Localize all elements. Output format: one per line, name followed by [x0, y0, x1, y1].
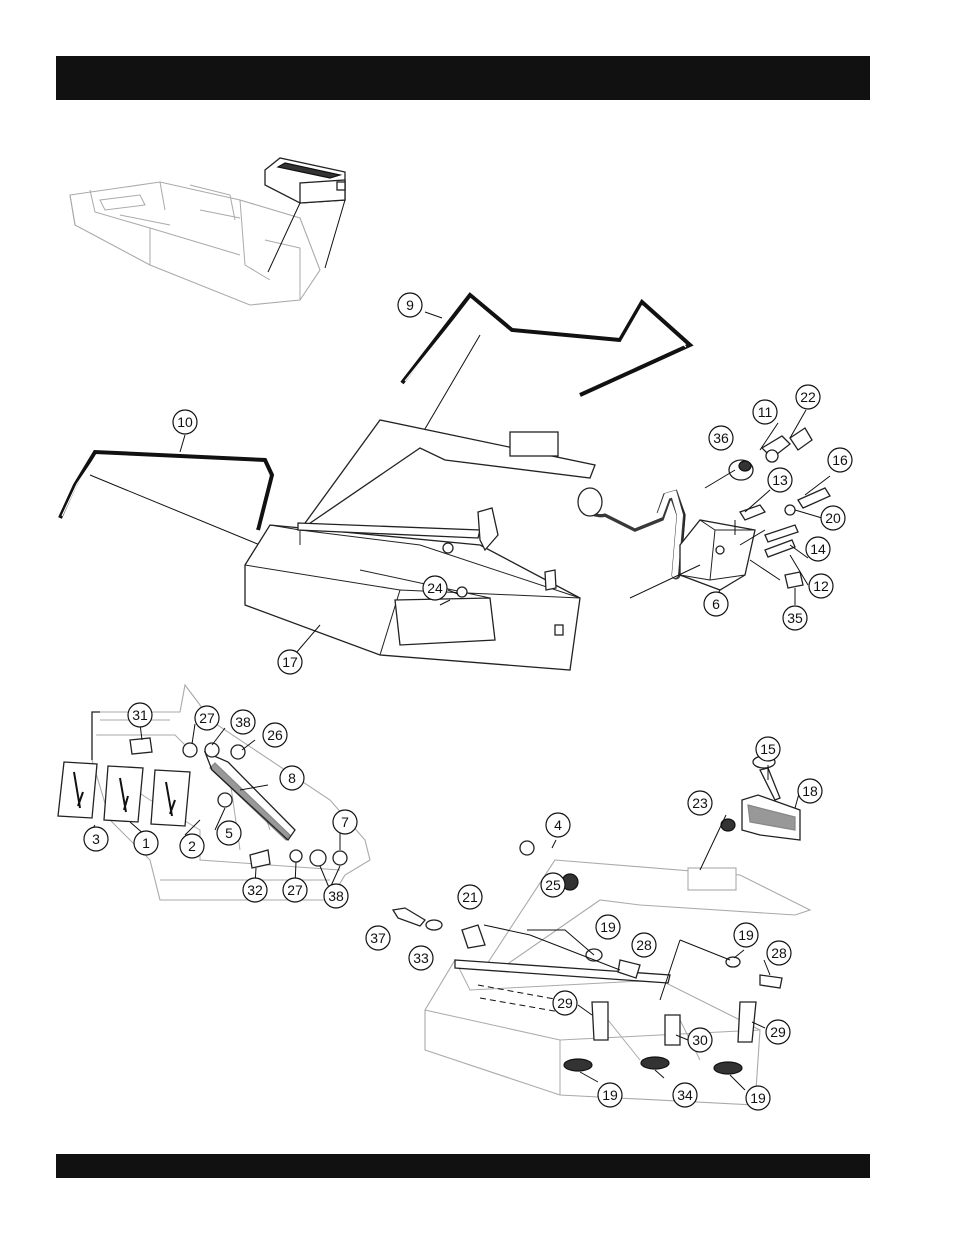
callout-label: 1: [142, 835, 150, 851]
callout-label: 13: [772, 472, 788, 488]
callout-label: 29: [770, 1024, 786, 1040]
callout-11: 11: [753, 400, 777, 424]
callout-label: 2: [188, 838, 196, 854]
callout-19c: 19: [598, 1083, 622, 1107]
callout-label: 20: [825, 510, 841, 526]
callout-36: 36: [709, 426, 733, 450]
callout-3: 3: [84, 827, 108, 851]
callout-label: 29: [557, 995, 573, 1011]
callout-label: 11: [758, 404, 773, 420]
part-10-handle-bar: [60, 435, 272, 545]
callout-label: 4: [554, 817, 562, 833]
callout-34: 34: [673, 1083, 697, 1107]
callout-label: 15: [760, 741, 776, 757]
callout-label: 17: [282, 654, 298, 670]
callout-16: 16: [828, 448, 852, 472]
callout-13: 13: [768, 468, 792, 492]
callout-label: 21: [462, 889, 478, 905]
callout-label: 34: [677, 1087, 693, 1103]
callout-28a: 28: [632, 933, 656, 957]
callout-label: 6: [712, 596, 720, 612]
callout-label: 23: [692, 795, 708, 811]
callout-19b: 19: [734, 923, 758, 947]
callout-19a: 19: [596, 915, 620, 939]
machine-overview-inset: [70, 158, 345, 305]
callout-label: 31: [132, 707, 148, 723]
callout-label: 24: [427, 580, 443, 596]
callout-label: 36: [713, 430, 729, 446]
callout-26: 26: [263, 723, 287, 747]
callout-6: 6: [704, 592, 728, 616]
callout-27: 27: [195, 706, 219, 730]
callout-30: 30: [688, 1028, 712, 1052]
callout-7: 7: [333, 810, 357, 834]
callout-1: 1: [134, 831, 158, 855]
callout-2: 2: [180, 834, 204, 858]
callout-37: 37: [366, 926, 390, 950]
callout-29a: 29: [553, 991, 577, 1015]
callout-label: 8: [288, 770, 296, 786]
callout-14: 14: [806, 537, 830, 561]
callout-15: 15: [756, 737, 780, 761]
callout-8: 8: [280, 766, 304, 790]
callout-31: 31: [128, 703, 152, 727]
callout-label: 5: [225, 825, 233, 841]
callout-label: 27: [287, 882, 303, 898]
callout-38: 38: [231, 710, 255, 734]
callout-25: 25: [541, 873, 565, 897]
callout-12: 12: [809, 574, 833, 598]
callout-label: 19: [750, 1090, 766, 1106]
callout-label: 27: [199, 710, 215, 726]
callout-28b: 28: [767, 941, 791, 965]
callout-label: 32: [247, 882, 263, 898]
callout-label: 14: [810, 541, 826, 557]
part-17-control-box: [245, 420, 595, 670]
callout-10: 10: [173, 410, 197, 434]
callout-label: 38: [328, 888, 344, 904]
callout-label: 28: [771, 945, 787, 961]
callout-label: 38: [235, 714, 251, 730]
callout-29b: 29: [766, 1020, 790, 1044]
callout-label: 28: [636, 937, 652, 953]
callout-23: 23: [688, 791, 712, 815]
callout-label: 25: [545, 877, 561, 893]
callout-18: 18: [798, 779, 822, 803]
callout-label: 26: [267, 727, 283, 743]
callout-35: 35: [783, 606, 807, 630]
callout-label: 19: [738, 927, 754, 943]
callout-label: 22: [800, 389, 816, 405]
callout-17: 17: [278, 650, 302, 674]
callout-27b: 27: [283, 878, 307, 902]
callout-label: 7: [341, 814, 349, 830]
part-9-handle-bar: [402, 295, 690, 451]
callout-label: 35: [787, 610, 803, 626]
part-6-switch-assembly: [578, 488, 755, 598]
callout-label: 9: [406, 297, 414, 313]
callout-19d: 19: [746, 1086, 770, 1110]
callout-9: 9: [398, 293, 422, 317]
callout-4: 4: [546, 813, 570, 837]
callout-label: 19: [600, 919, 616, 935]
callout-33: 33: [409, 946, 433, 970]
callout-label: 10: [177, 414, 193, 430]
callout-21: 21: [458, 885, 482, 909]
callout-38b: 38: [324, 884, 348, 908]
callout-5: 5: [217, 821, 241, 845]
callout-label: 37: [370, 930, 386, 946]
callout-22: 22: [796, 385, 820, 409]
callout-label: 3: [92, 831, 100, 847]
callout-label: 30: [692, 1032, 708, 1048]
callout-label: 18: [802, 783, 818, 799]
callout-20: 20: [821, 506, 845, 530]
callout-24: 24: [423, 576, 447, 600]
callout-label: 12: [813, 578, 829, 594]
callout-label: 19: [602, 1087, 618, 1103]
callout-label: 33: [413, 950, 429, 966]
callout-label: 16: [832, 452, 848, 468]
callout-32: 32: [243, 878, 267, 902]
